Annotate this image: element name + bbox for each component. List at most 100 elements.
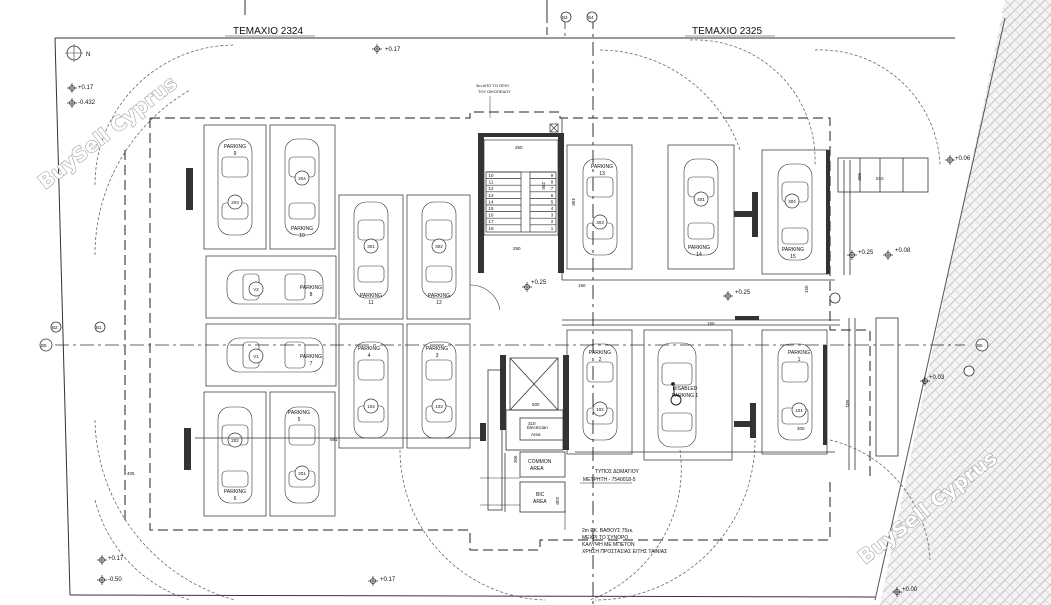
plot-title-left: ΤΕΜΑΧΙΟ 2324: [233, 26, 303, 37]
parking-number: 1: [798, 357, 801, 363]
parking-label: PARKING: [300, 354, 322, 360]
parking-label: PARKING: [291, 226, 313, 232]
stair-step-number: 13: [488, 193, 494, 198]
car-icon: [421, 341, 457, 439]
columns: [184, 133, 830, 470]
grid-bubbles: [39, 11, 989, 377]
car-icons: [217, 138, 813, 504]
stair-step-number: 6: [551, 193, 554, 198]
svg-text:500: 500: [532, 402, 540, 407]
car-icon: [226, 337, 324, 373]
stair-step-number: 7: [551, 186, 554, 191]
car-icon: [657, 342, 697, 448]
stair-step-number: 12: [488, 186, 494, 191]
svg-text:150: 150: [578, 283, 586, 288]
level-label: +0.25: [735, 290, 751, 296]
parking-label: PARKING: [288, 410, 310, 416]
parking-number: 10: [299, 233, 305, 239]
car-icon: [217, 138, 253, 236]
car-icon: [683, 158, 719, 256]
parking-number: 9: [234, 151, 237, 157]
unit-number: 201: [298, 471, 306, 476]
svg-text:280: 280: [541, 182, 546, 190]
car-icon: [582, 158, 618, 256]
svg-text:250: 250: [515, 145, 523, 150]
level-label: +0.17: [78, 85, 94, 91]
unit-number: 301: [367, 244, 375, 249]
parking-number: 15: [790, 254, 796, 260]
unit-number: 302: [435, 244, 443, 249]
svg-text:405: 405: [127, 471, 135, 476]
plot-boundary: [54, 0, 955, 605]
grid-label-c: B2: [52, 325, 58, 330]
level-label: +0.17: [385, 47, 401, 53]
common-area-label-2: AREA: [530, 466, 544, 472]
grid-label-f: B6: [977, 343, 983, 348]
svg-text:290: 290: [513, 246, 521, 251]
parking-label: PARKING: [300, 285, 322, 291]
level-label: +0.06: [955, 156, 971, 162]
stair-step-number: 18: [488, 226, 494, 231]
svg-text:501: 501: [845, 400, 850, 408]
parking-label: PARKING: [782, 247, 804, 253]
building-outline: [124, 111, 871, 551]
svg-text:150: 150: [804, 285, 809, 293]
level-label: +0.17: [380, 577, 396, 583]
setback-note: 3m ΑΠΟ ΤΟ ΟΡΙΟ: [476, 83, 509, 88]
excavation-note-4: ΧΡΗΣΗ ΠΡΟΣΤΑΣΙΑΣ ΕΙΤΗΣ ΤΑΙΝΙΑΣ: [582, 549, 667, 555]
stair-step-number: 9: [551, 173, 554, 178]
unit-number: 101: [795, 408, 803, 413]
stair-step-number: 14: [488, 199, 494, 204]
level-label: +0.17: [108, 556, 124, 562]
svg-text:340: 340: [555, 497, 560, 505]
svg-text:691: 691: [330, 437, 338, 442]
north-arrow-icon: [65, 44, 83, 62]
parking-label: PARKING: [426, 346, 448, 352]
ramp-structures: [195, 118, 929, 470]
grid-label-b: B1: [96, 325, 102, 330]
leader-lines: [469, 284, 566, 530]
service-rooms: [487, 369, 566, 513]
level-label: -0.50: [108, 577, 122, 583]
stair-step-number: 1: [551, 226, 554, 231]
parking-number: 3: [436, 353, 439, 359]
bic-area-label-2: AREA: [533, 499, 547, 505]
north-label: N: [86, 52, 90, 58]
svg-text:490: 490: [571, 198, 576, 206]
common-area-label: COMMON: [528, 459, 552, 465]
unit-number: 303: [596, 220, 604, 225]
parking-label: PARKING: [224, 489, 246, 495]
unit-number: 102: [596, 407, 604, 412]
car-icon: [284, 138, 320, 236]
unit-number: 104: [367, 404, 375, 409]
parking-number: 12: [436, 300, 442, 306]
parking-label: PARKING: [360, 293, 382, 299]
meter-note-2: ΜΕΤΡΗΤΗ - 7540018-5: [583, 477, 636, 483]
stair-step-number: 5: [551, 199, 554, 204]
parking-label: PARKING: [358, 346, 380, 352]
stair-step-number: 11: [489, 180, 494, 185]
unit-number: 103: [435, 404, 443, 409]
grid-label-e: B4: [588, 15, 594, 20]
parking-label: PARKING: [688, 245, 710, 251]
stair-step-number: 16: [488, 213, 494, 218]
parking-number: 2: [599, 357, 602, 363]
stair-step-number: 4: [551, 206, 554, 211]
meter-note: ΤΥΠΟΣ ΔΩΜΑΤΙΟΥ: [595, 469, 639, 475]
parking-label: PARKING: [589, 350, 611, 356]
stair-step-number: 2: [551, 219, 554, 224]
parking-number: 7: [310, 361, 313, 367]
car-icon: [421, 201, 457, 299]
svg-text:900: 900: [857, 173, 862, 181]
level-label: -0.432: [78, 100, 96, 106]
parking-labels: PARKING9203PARKING10204PARKING11301PARKI…: [224, 144, 810, 502]
level-label: +0.03: [929, 375, 945, 381]
unit-number: 401: [697, 197, 705, 202]
wheelchair-icon: [670, 382, 682, 406]
parking-number: 14: [696, 252, 702, 258]
excavation-note-3: ΚΑΛΥΨΗ ΜΕ ΜΠΕΤΟΝ: [582, 542, 635, 548]
unit-number: 202: [231, 438, 239, 443]
excavation-note: 2m ΕΚ. ΒΑΘΟΥΣ 75εκ.: [582, 528, 633, 534]
